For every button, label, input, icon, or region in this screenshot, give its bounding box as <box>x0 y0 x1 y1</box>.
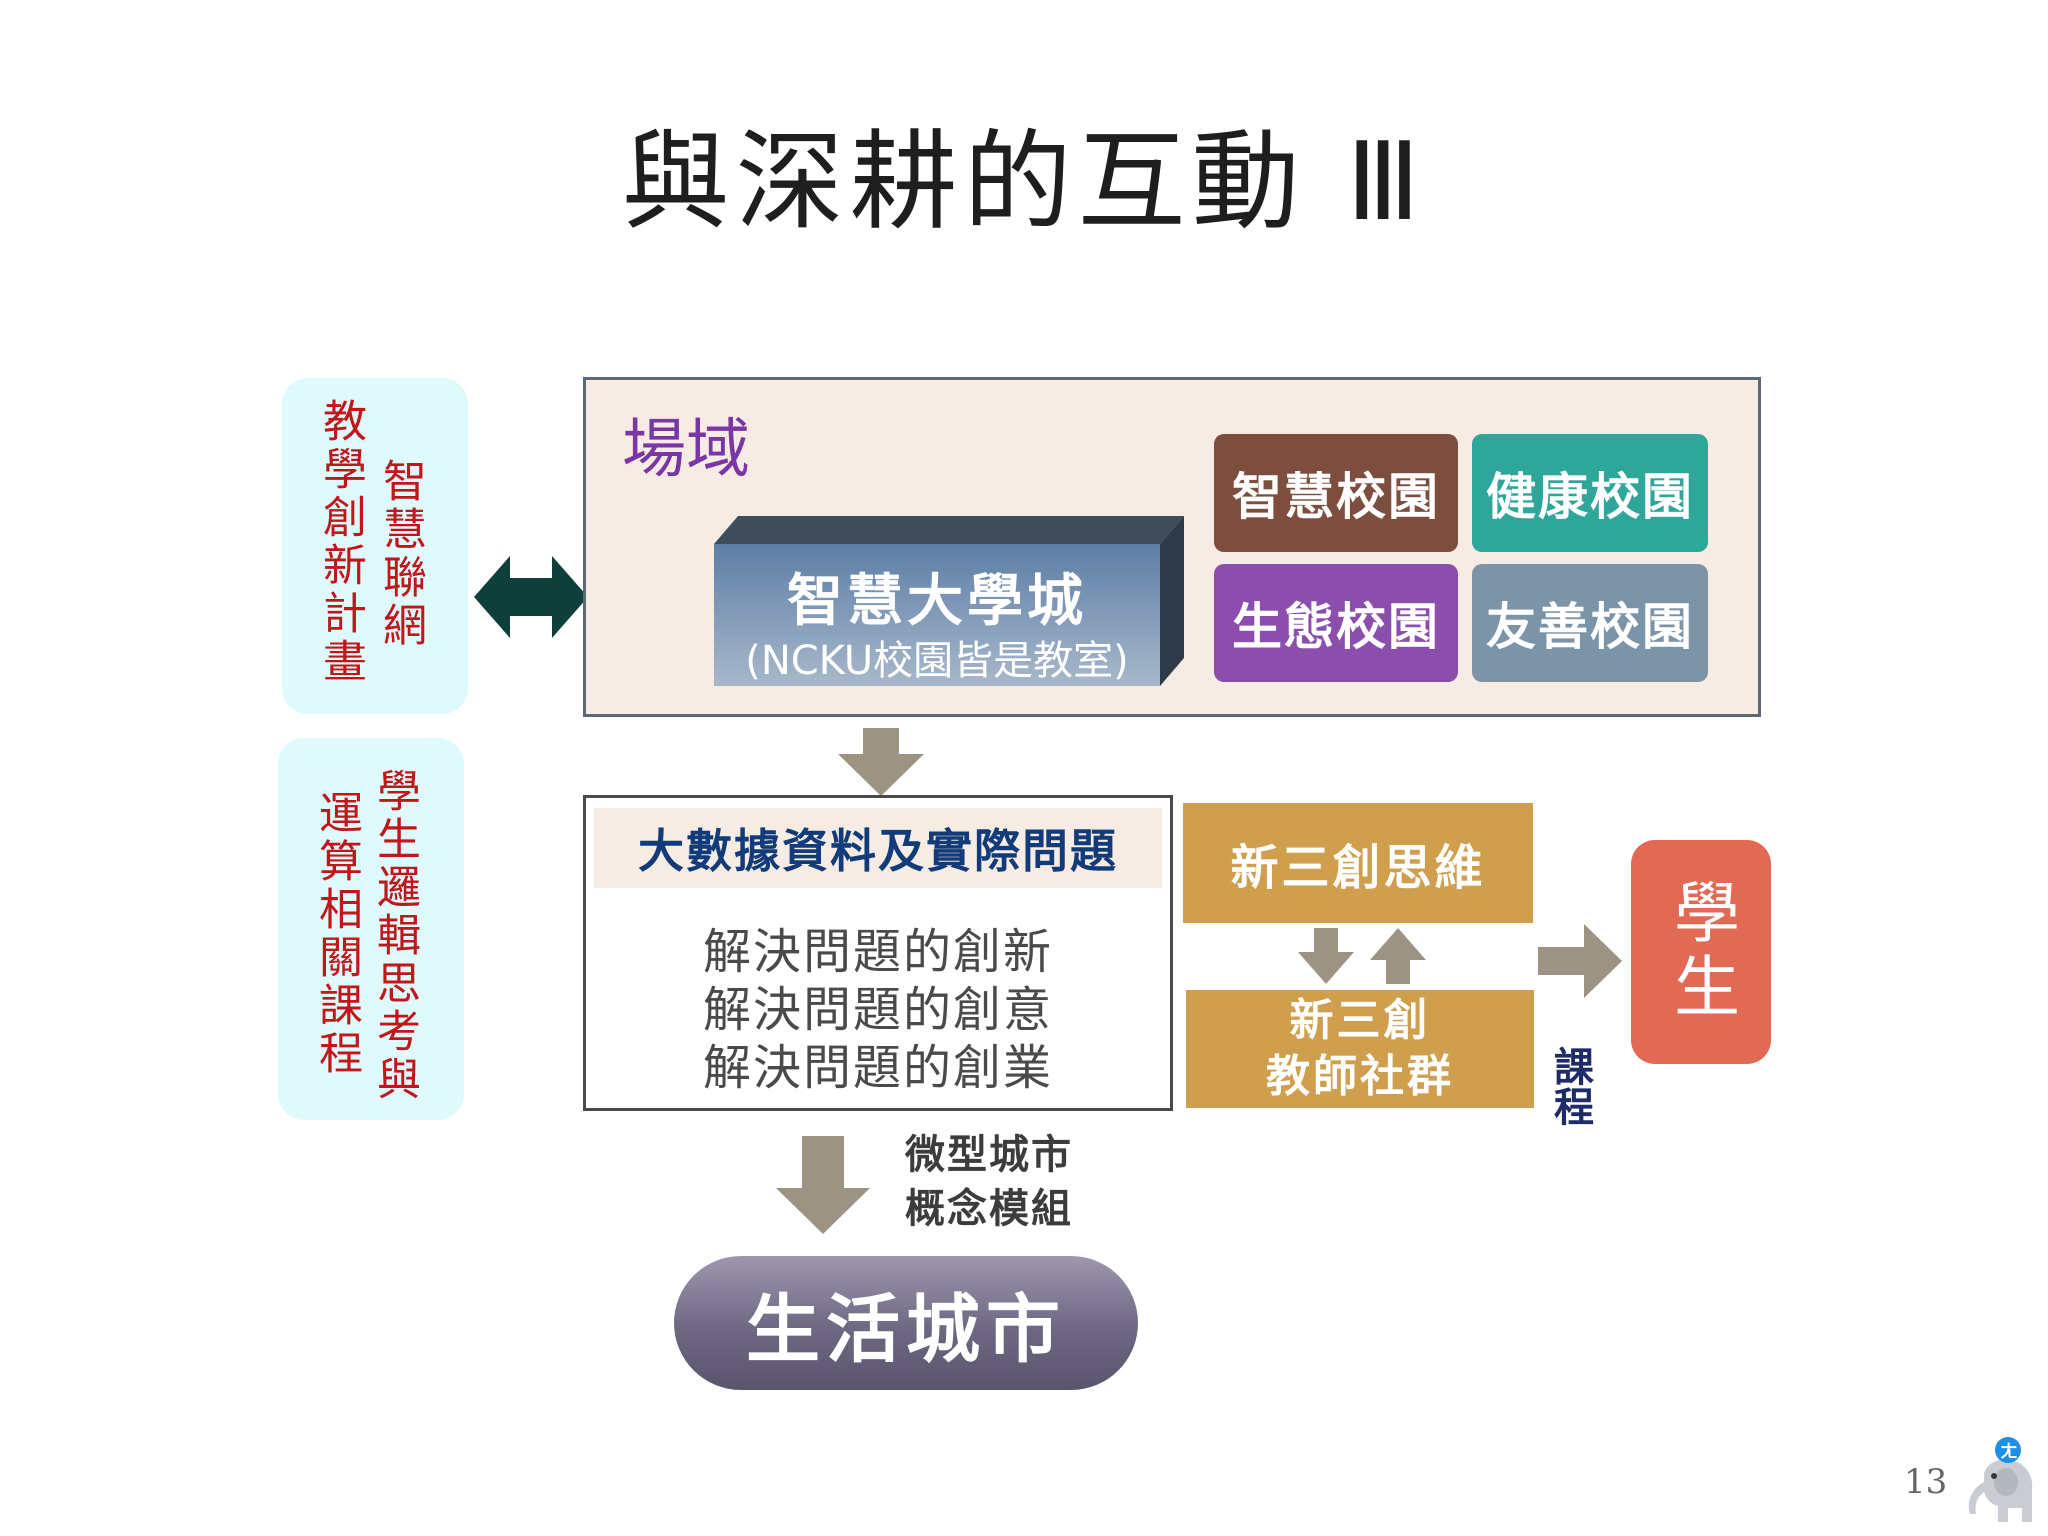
slide-title: 與深耕的互動 Ⅲ <box>621 120 1427 245</box>
arrow-down-large-icon <box>776 1136 870 1234</box>
arrow-up-small-icon <box>1370 928 1426 984</box>
panel-teaching-innovation: 智慧聯網 教學創新計畫 <box>282 378 468 714</box>
campus-chip-health: 健康校園 <box>1472 434 1708 552</box>
page-number: 13 <box>1904 1462 1948 1502</box>
elephant-mascot-icon <box>1968 1437 2033 1522</box>
new-three-community-line1: 新三創 <box>1289 995 1431 1046</box>
bigdata-line-innovation: 解決問題的創新 <box>702 924 1053 980</box>
field-box: 場域 智慧大學城 (NCKU校園皆是教室) 智慧校園 健康校園 生態校園 友善校… <box>583 377 1761 717</box>
new-three-community-line2: 教師社群 <box>1266 1051 1454 1102</box>
arrow-right-icon <box>1538 924 1622 998</box>
campus-chip-smart: 智慧校園 <box>1214 434 1458 552</box>
campus-chip-ecology: 生態校園 <box>1214 564 1458 682</box>
mascot-badge-text: ㄤ <box>2000 1442 2018 1462</box>
arrow-down-small-icon <box>1298 928 1354 984</box>
field-label: 場域 <box>622 413 750 487</box>
double-arrow-icon <box>474 556 588 638</box>
panel-logic-courses-left-col: 運算相關課程 <box>311 790 362 1078</box>
new-three-thinking: 新三創思維 <box>1183 803 1533 923</box>
smart-city-title: 智慧大學城 <box>787 569 1087 634</box>
smart-city-block <box>714 516 1184 686</box>
student-box: 學生 <box>1631 840 1771 1064</box>
arrow-down-icon <box>838 728 924 796</box>
course-label: 課程 <box>1547 1046 1593 1126</box>
panel-teaching-innovation-left-col: 教學創新計畫 <box>315 398 366 686</box>
bigdata-header: 大數據資料及實際問題 <box>594 808 1162 888</box>
panel-logic-courses-right-col: 學生邏輯思考與 <box>369 768 420 1104</box>
campus-chip-friendly: 友善校園 <box>1472 564 1708 682</box>
new-three-community: 新三創 教師社群 <box>1186 990 1534 1108</box>
micro-city-label: 微型城市 概念模組 <box>905 1128 1073 1236</box>
bigdata-line-creativity: 解決問題的創意 <box>702 982 1053 1038</box>
micro-city-line2: 概念模組 <box>905 1186 1073 1232</box>
bigdata-line-entrepreneurship: 解決問題的創業 <box>702 1040 1053 1096</box>
living-city-pill: 生活城市 <box>674 1256 1138 1390</box>
panel-logic-courses: 學生邏輯思考與 運算相關課程 <box>278 738 464 1120</box>
panel-teaching-innovation-right-col: 智慧聯網 <box>375 458 426 650</box>
smart-city-subtitle: (NCKU校園皆是教室) <box>745 638 1129 684</box>
bigdata-box: 大數據資料及實際問題 解決問題的創新 解決問題的創意 解決問題的創業 <box>583 795 1173 1111</box>
micro-city-line1: 微型城市 <box>905 1132 1073 1178</box>
